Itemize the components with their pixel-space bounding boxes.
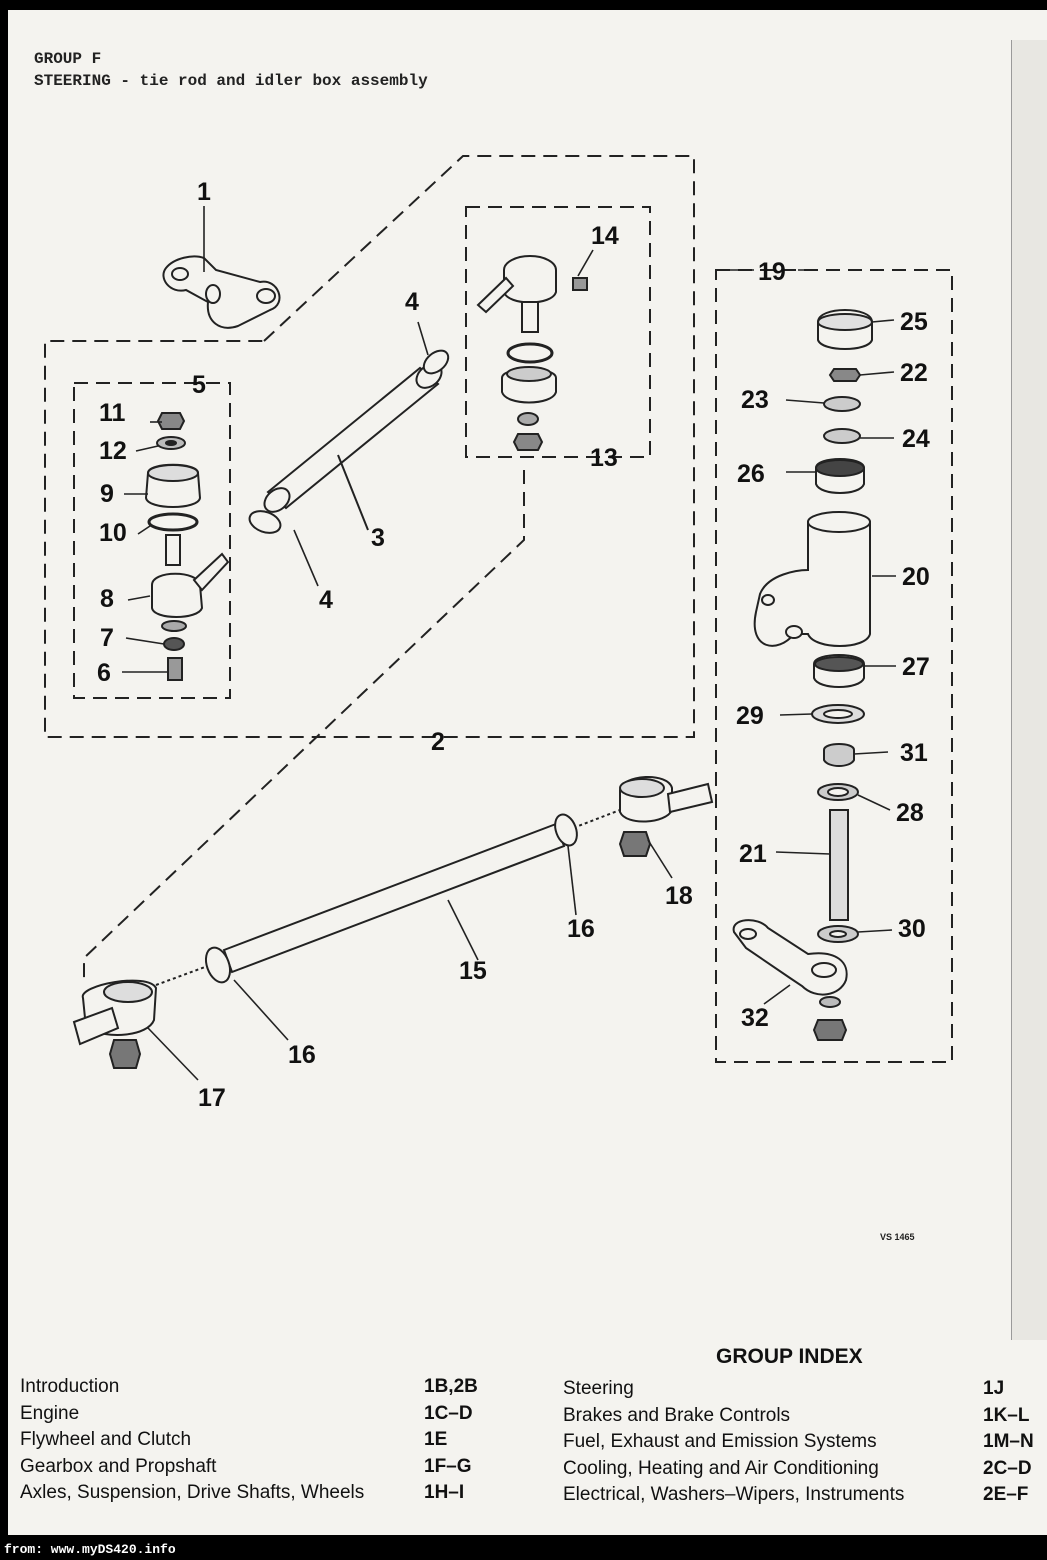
callout-13: 13 — [590, 444, 618, 472]
callout-5: 5 — [192, 371, 206, 399]
index-code: 1B,2B — [424, 1376, 478, 1397]
leader-lines — [122, 206, 896, 1081]
callout-11: 11 — [99, 399, 126, 427]
callout-28: 28 — [896, 799, 924, 827]
index-row[interactable]: Engine 1C–D — [20, 1401, 478, 1428]
index-label: Fuel, Exhaust and Emission Systems — [563, 1431, 877, 1452]
callout-20: 20 — [902, 563, 930, 591]
adjacent-page-edge — [1011, 40, 1047, 1340]
figure-code: VS 1465 — [880, 1232, 915, 1242]
callout-24: 24 — [902, 425, 930, 453]
callout-29: 29 — [736, 702, 764, 730]
part-ball-joint-stack — [144, 412, 230, 681]
page-title: STEERING - tie rod and idler box assembl… — [34, 72, 428, 90]
index-row[interactable]: Cooling, Heating and Air Conditioning 2C–… — [563, 1456, 1034, 1483]
index-code: 1K–L — [983, 1404, 1030, 1426]
group-index-title: GROUP INDEX — [716, 1345, 863, 1368]
part-idler-box-stack — [732, 309, 873, 1041]
index-label: Introduction — [20, 1376, 120, 1397]
callout-25: 25 — [900, 308, 928, 336]
index-code: 1M–N — [983, 1431, 1034, 1452]
callout-9: 9 — [100, 480, 114, 508]
assembly-13-outline — [465, 206, 651, 458]
source-footer: from: www.myDS420.info — [4, 1542, 176, 1557]
callout-4-lower: 4 — [319, 586, 333, 614]
callout-26: 26 — [737, 460, 765, 488]
index-label: Brakes and Brake Controls — [563, 1404, 791, 1426]
callout-22: 22 — [900, 359, 928, 387]
callout-30: 30 — [898, 915, 926, 943]
callout-4-upper: 4 — [405, 288, 419, 316]
index-code: 2E–F — [983, 1484, 1029, 1505]
group-index-right-column: Steering 1J Brakes and Brake Controls 1K–L… — [563, 1376, 1034, 1509]
part-drop-arm — [162, 255, 281, 329]
callout-32: 32 — [741, 1004, 769, 1032]
callout-2: 2 — [431, 728, 445, 756]
part-tie-rod-end — [476, 255, 588, 451]
callout-21: 21 — [739, 840, 767, 868]
callout-23: 23 — [741, 386, 769, 414]
assembly-5-outline — [73, 382, 231, 699]
callout-6: 6 — [97, 659, 111, 687]
index-label: Engine — [20, 1402, 80, 1424]
index-label: Cooling, Heating and Air Conditioning — [563, 1457, 879, 1479]
part-track-rod — [72, 775, 714, 1069]
index-code: 1F–G — [424, 1455, 472, 1477]
callout-27: 27 — [902, 653, 930, 681]
index-row[interactable]: Steering 1J — [563, 1376, 1034, 1403]
callout-8: 8 — [100, 585, 114, 613]
assembly-2-outline — [44, 155, 695, 738]
callout-7: 7 — [100, 624, 114, 652]
callout-15: 15 — [459, 957, 487, 985]
index-code: 2C–D — [983, 1457, 1032, 1479]
callout-16-right: 16 — [567, 915, 595, 943]
assembly-19-outline — [715, 269, 953, 1063]
assembly-link-line — [83, 470, 525, 985]
index-code: 1J — [983, 1378, 1005, 1399]
index-row[interactable]: Fuel, Exhaust and Emission Systems 1M–N — [563, 1429, 1034, 1456]
index-row[interactable]: Electrical, Washers–Wipers, Instruments 2… — [563, 1482, 1034, 1509]
index-code: 1H–I — [424, 1482, 465, 1503]
index-code: 1E — [424, 1429, 448, 1450]
callout-18: 18 — [665, 882, 693, 910]
index-label: Flywheel and Clutch — [20, 1429, 192, 1450]
callout-12: 12 — [99, 437, 127, 465]
group-index-left-column: Introduction 1B,2B Engine 1C–D Flywheel an… — [20, 1374, 478, 1507]
exploded-parts-diagram: 1 2 3 4 4 5 6 7 8 9 10 11 12 13 14 15 16… — [44, 155, 953, 1242]
index-row[interactable]: Introduction 1B,2B — [20, 1374, 478, 1401]
callout-3: 3 — [371, 524, 385, 552]
index-label: Gearbox and Propshaft — [20, 1455, 217, 1477]
callout-17: 17 — [198, 1084, 226, 1112]
index-label: Steering — [563, 1378, 634, 1399]
index-row[interactable]: Flywheel and Clutch 1E — [20, 1427, 478, 1454]
manual-page: GROUP F STEERING - tie rod and idler box… — [8, 10, 1047, 1535]
index-row[interactable]: Brakes and Brake Controls 1K–L — [563, 1403, 1034, 1430]
callout-10: 10 — [99, 519, 127, 547]
page-header: GROUP F STEERING - tie rod and idler box… — [34, 48, 428, 92]
callout-1: 1 — [197, 178, 211, 206]
index-label: Electrical, Washers–Wipers, Instruments — [563, 1484, 905, 1505]
callout-31: 31 — [900, 739, 928, 767]
group-label: GROUP F — [34, 50, 102, 68]
index-label: Axles, Suspension, Drive Shafts, Wheels — [20, 1482, 365, 1503]
index-code: 1C–D — [424, 1402, 473, 1424]
part-adjusting-tube — [248, 349, 450, 534]
callout-19: 19 — [758, 258, 786, 286]
callout-14: 14 — [591, 222, 619, 250]
index-row[interactable]: Axles, Suspension, Drive Shafts, Wheels 1… — [20, 1480, 478, 1507]
index-row[interactable]: Gearbox and Propshaft 1F–G — [20, 1454, 478, 1481]
callout-16-left: 16 — [288, 1041, 316, 1069]
